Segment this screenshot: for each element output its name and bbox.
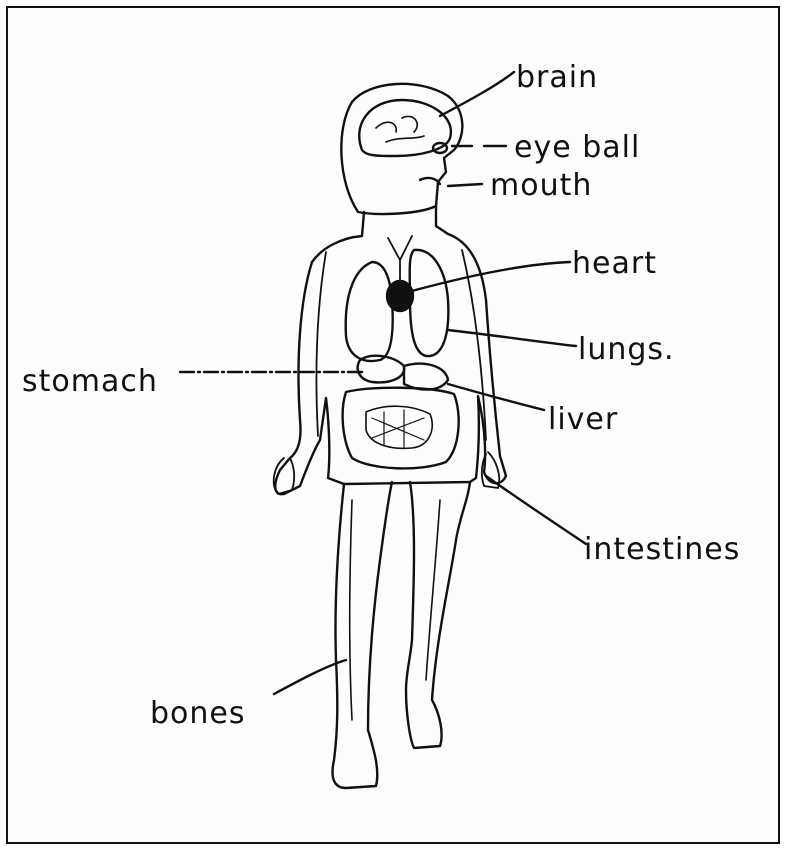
label-mouth: mouth (490, 168, 592, 203)
lungs-pointer (448, 330, 576, 346)
head-outline (341, 84, 462, 214)
label-lungs: lungs. (578, 332, 675, 367)
liver-pointer (448, 384, 544, 410)
label-eye-ball: eye ball (514, 130, 640, 165)
label-brain: brain (516, 60, 598, 95)
leg-left (333, 482, 393, 788)
heart-pointer (408, 262, 570, 292)
brain (359, 100, 451, 156)
lung-left (346, 262, 393, 361)
label-heart: heart (572, 246, 657, 281)
liver (404, 364, 448, 390)
brain-pointer (440, 72, 514, 116)
label-intestines: intestines (584, 532, 740, 567)
label-stomach: stomach (22, 364, 158, 399)
heart (387, 281, 413, 311)
label-liver: liver (548, 402, 618, 437)
label-bones: bones (150, 696, 246, 731)
mouth-pointer (448, 184, 482, 186)
lung-right (410, 250, 449, 356)
intestines (343, 388, 459, 469)
torso-outline (275, 206, 506, 494)
intestines-pointer (486, 476, 586, 544)
